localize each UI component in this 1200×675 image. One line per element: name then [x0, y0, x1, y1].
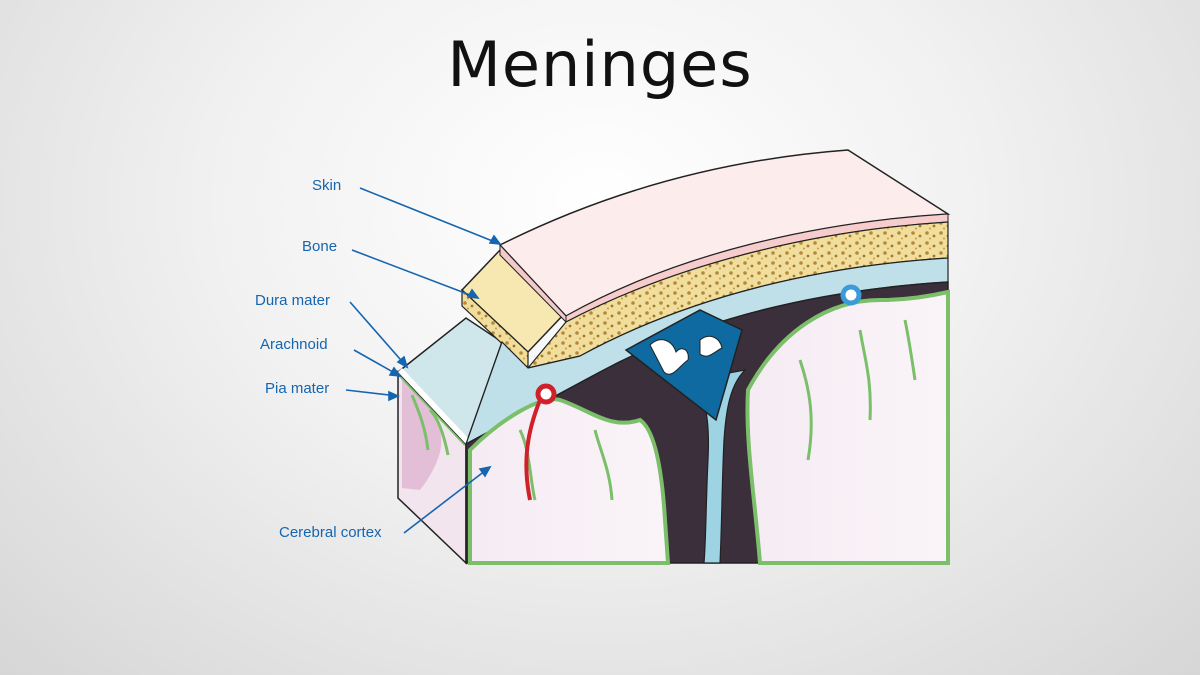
cortex-pointer: [403, 466, 491, 534]
slide-title: Meninges: [447, 28, 753, 101]
label-pia-mater: Pia mater: [265, 380, 330, 397]
label-cerebral-cortex: Cerebral cortex: [279, 524, 382, 541]
bone-pointer: [351, 249, 479, 299]
label-bone: Bone: [302, 238, 338, 255]
front-face: [465, 281, 950, 565]
label-dura-mater: Dura mater: [255, 292, 331, 309]
label-skin: Skin: [312, 177, 342, 194]
dura-pointer: [349, 301, 408, 368]
skin-pointer: [359, 187, 501, 245]
pointer-lines: [345, 187, 502, 534]
label-arachnoid: Arachnoid: [260, 336, 328, 353]
